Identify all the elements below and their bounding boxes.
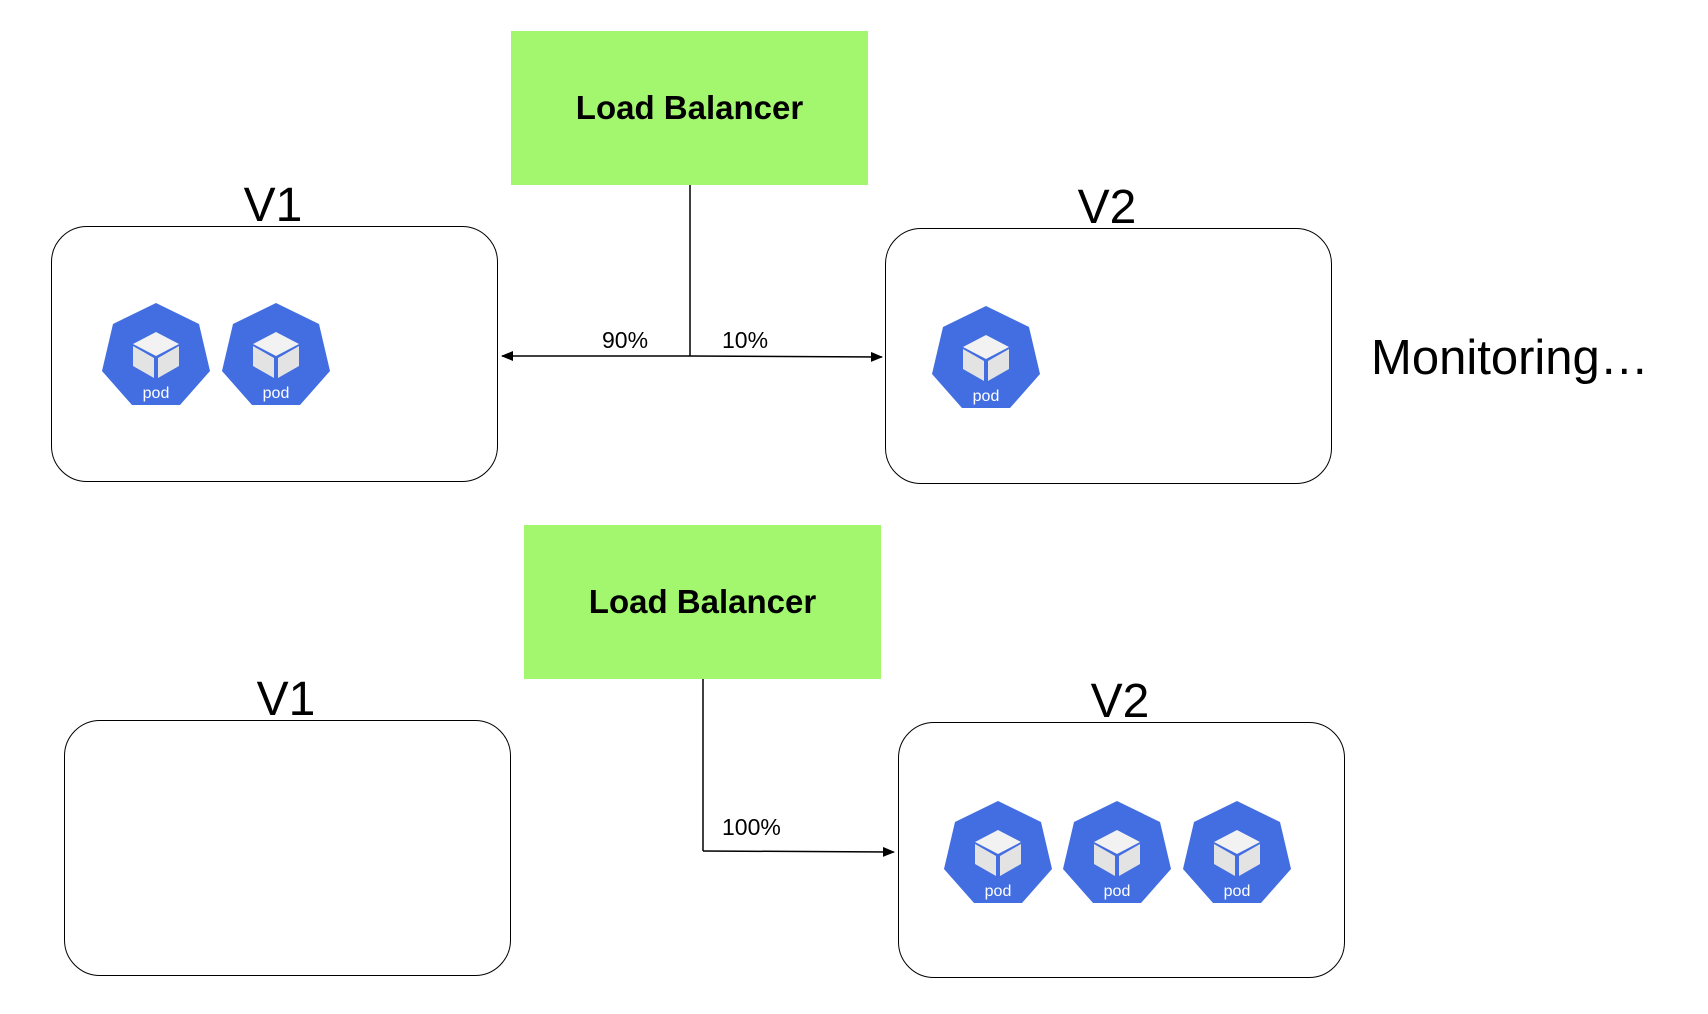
pod-label: pod bbox=[973, 388, 1000, 405]
pod-icon: pod bbox=[1063, 801, 1171, 903]
pod-label: pod bbox=[1104, 883, 1131, 900]
bottom-v2-split-label: 100% bbox=[722, 814, 781, 840]
pod-label: pod bbox=[263, 385, 290, 402]
pod-icon: pod bbox=[944, 801, 1052, 903]
top-load-balancer-label: Load Balancer bbox=[575, 89, 804, 126]
top-arrow-to-v2 bbox=[689, 351, 883, 362]
pod-icon: pod bbox=[222, 303, 330, 405]
bottom-load-balancer: Load Balancer bbox=[524, 525, 881, 679]
pod-icon: pod bbox=[1183, 801, 1291, 903]
pod-icon: pod bbox=[932, 306, 1040, 408]
bottom-v1-container bbox=[64, 720, 511, 976]
pod-label: pod bbox=[1224, 883, 1251, 900]
bottom-load-balancer-label: Load Balancer bbox=[588, 583, 817, 620]
top-v2-label: V2 bbox=[1077, 181, 1137, 234]
bottom-v1-label: V1 bbox=[256, 673, 316, 726]
monitoring-status: Monitoring… bbox=[1371, 331, 1649, 385]
bottom-v2-label: V2 bbox=[1090, 675, 1150, 728]
pod-label: pod bbox=[985, 883, 1012, 900]
top-v2-split-label: 10% bbox=[722, 327, 769, 353]
top-v1-label: V1 bbox=[243, 179, 303, 232]
pod-icon: pod bbox=[102, 303, 210, 405]
top-load-balancer: Load Balancer bbox=[511, 31, 868, 185]
top-v1-split-label: 90% bbox=[602, 327, 649, 353]
pod-label: pod bbox=[143, 385, 170, 402]
bottom-arrow-to-v2 bbox=[702, 846, 895, 857]
